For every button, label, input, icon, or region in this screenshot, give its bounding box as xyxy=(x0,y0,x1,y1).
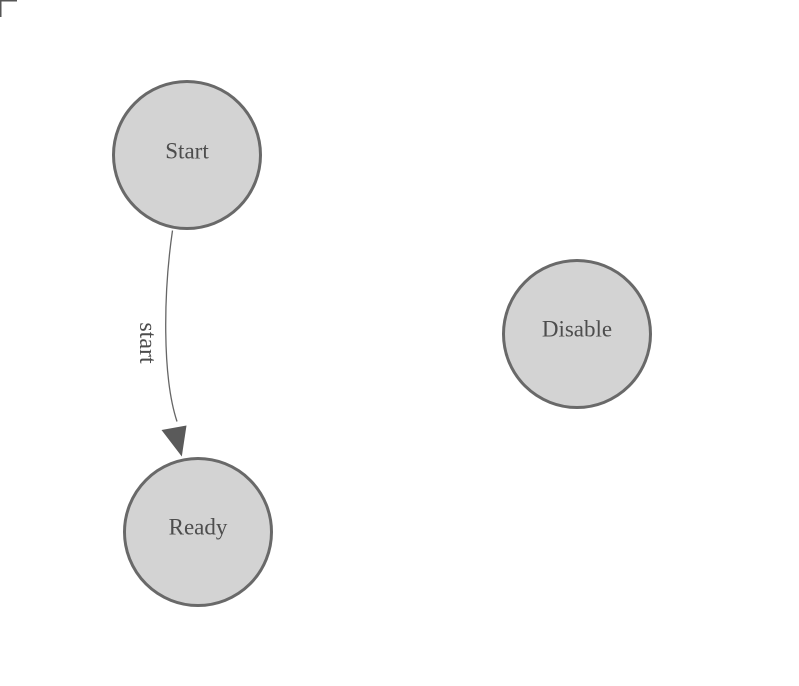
node-start-circle[interactable] xyxy=(112,80,262,230)
edge-start-to-ready: start xyxy=(134,230,187,457)
node-ready-label: Ready xyxy=(169,515,228,540)
node-start[interactable]: Start xyxy=(112,80,262,230)
canvas-origin-mark xyxy=(0,0,17,17)
node-start-label: Start xyxy=(165,139,209,164)
edge-label[interactable]: start xyxy=(134,322,160,364)
node-disable[interactable]: Disable xyxy=(502,259,652,409)
node-disable-circle[interactable] xyxy=(502,259,652,409)
node-disable-label: Disable xyxy=(542,317,612,342)
node-ready-circle[interactable] xyxy=(123,457,273,607)
transition-edge-line[interactable] xyxy=(165,230,178,422)
edge-arrowhead-icon xyxy=(161,425,187,457)
node-ready[interactable]: Ready xyxy=(123,457,273,607)
